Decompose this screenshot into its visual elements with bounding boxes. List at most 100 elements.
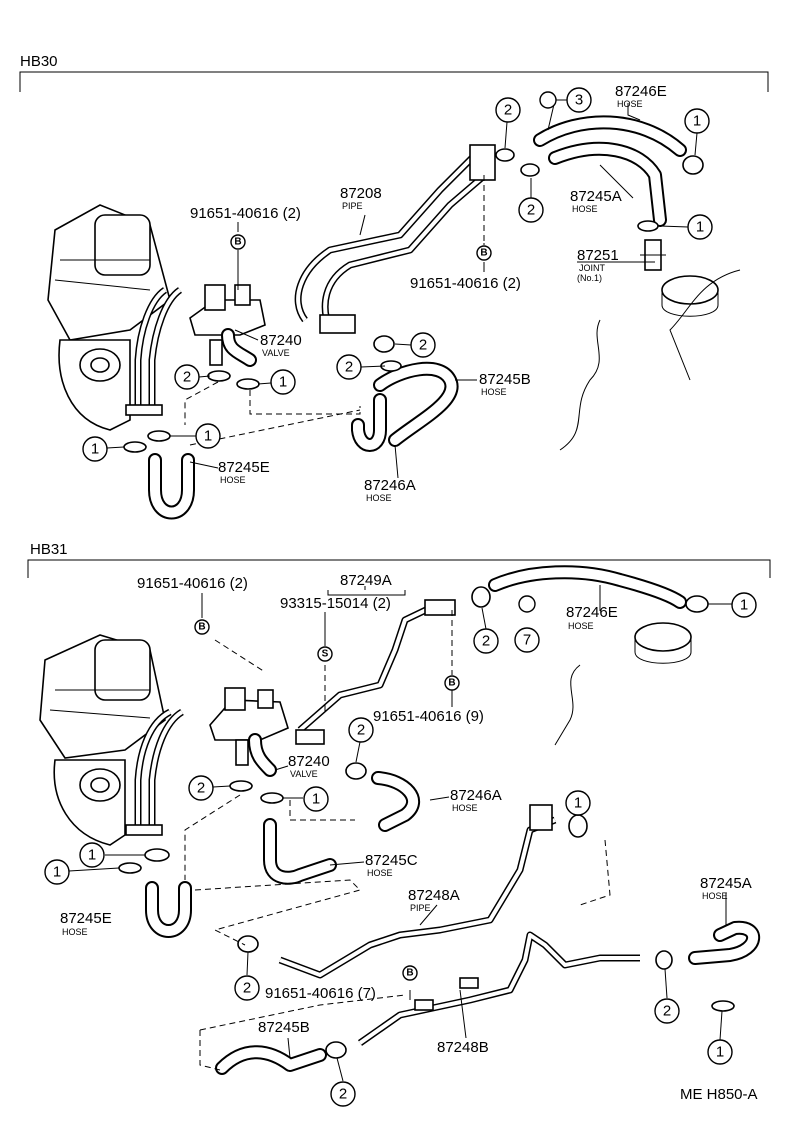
svg-text:1: 1 <box>279 374 287 391</box>
callout-dot <box>518 595 536 613</box>
label-87246a-sub: HOSE <box>366 493 392 503</box>
svg-text:2: 2 <box>419 337 427 354</box>
svg-text:1: 1 <box>91 441 99 458</box>
engine-pipes-hb30 <box>125 287 183 416</box>
label-87245c: 87245C <box>365 852 418 869</box>
label-87246a: 87246A <box>364 477 416 494</box>
callout-1: 1 <box>684 108 710 134</box>
callout-1: 1 <box>82 436 108 462</box>
clamps-hb31 <box>118 586 735 1059</box>
section-hb30: HB30 <box>19 53 769 520</box>
callout-b: B <box>476 245 492 261</box>
svg-text:1: 1 <box>312 791 320 808</box>
clamps-hb30 <box>123 148 704 453</box>
valve-87240-hb31 <box>209 687 289 777</box>
callout-1: 1 <box>270 369 296 395</box>
pipe-87208-hb30 <box>294 144 496 334</box>
joint-87251-hb30 <box>640 239 666 271</box>
engine-pipes-hb31 <box>125 708 185 836</box>
section-bracket-hb30 <box>19 71 769 92</box>
label-bolt-top: 91651-40616 (2) <box>137 575 248 592</box>
pipe-87248b-hb31 <box>357 931 640 1046</box>
engine-block-hb30 <box>47 204 171 431</box>
svg-text:1: 1 <box>53 864 61 881</box>
callout-2: 2 <box>336 354 362 380</box>
callout-2: 2 <box>518 197 544 223</box>
svg-text:1: 1 <box>574 795 582 812</box>
label-stud: 93315-15014 (2) <box>280 595 391 612</box>
hose-87246a-hb30 <box>351 393 387 452</box>
hose-87246e-hb30 <box>533 115 687 157</box>
hose-87245b-hb30 <box>373 361 459 447</box>
label-87245c-sub: HOSE <box>367 868 393 878</box>
hose-87245b-hb31 <box>215 1045 327 1075</box>
callout-2: 2 <box>473 628 499 654</box>
callout-2: 2 <box>654 998 680 1024</box>
svg-text:2: 2 <box>345 359 353 376</box>
heater-unit-hb31 <box>554 622 692 746</box>
callout-2: 2 <box>348 717 374 743</box>
label-87245b: 87245B <box>258 1019 310 1036</box>
callout-b: B <box>194 619 210 635</box>
label-bolt-mid: 91651-40616 (9) <box>373 708 484 725</box>
engine-block-hb31 <box>39 634 166 846</box>
label-87240-sub: VALVE <box>290 769 318 779</box>
label-87246e-sub: HOSE <box>568 621 594 631</box>
callout-1: 1 <box>565 790 591 816</box>
leaders-hb30 <box>106 99 698 479</box>
pipe-87249a-hb31 <box>295 599 456 745</box>
valve-87240-hb30 <box>189 284 266 367</box>
label-87245e: 87245E <box>218 459 270 476</box>
label-87251-sub2: (No.1) <box>577 273 602 283</box>
hose-87246e-hb31 <box>488 565 687 609</box>
section-label-hb30: HB30 <box>20 53 58 70</box>
callout-b: B <box>402 965 418 981</box>
label-87248a: 87248A <box>408 887 460 904</box>
label-87245a-sub: HOSE <box>572 204 598 214</box>
svg-text:1: 1 <box>696 219 704 236</box>
labels-hb30: 87246E HOSE 87245A HOSE 87251 JOINT (No.… <box>190 83 667 503</box>
label-87246a: 87246A <box>450 787 502 804</box>
callouts-hb31: B S 2 7 1 B 2 2 1 1 1 1 2 B 2 1 2 <box>44 592 757 1107</box>
label-87251-sub1: JOINT <box>579 263 606 273</box>
callout-2: 2 <box>174 364 200 390</box>
callout-7: 7 <box>514 627 540 653</box>
hose-87245a-hb31 <box>688 920 761 965</box>
label-87246e-sub: HOSE <box>617 99 643 109</box>
label-87245e: 87245E <box>60 910 112 927</box>
svg-text:B: B <box>406 968 413 979</box>
label-87249a: 87249A <box>340 572 392 589</box>
label-87240: 87240 <box>260 332 302 349</box>
svg-text:B: B <box>448 678 455 689</box>
callout-2: 2 <box>410 332 436 358</box>
label-bolt-left: 91651-40616 (2) <box>190 205 301 222</box>
svg-text:2: 2 <box>482 633 490 650</box>
label-87245a: 87245A <box>570 188 622 205</box>
svg-text:1: 1 <box>204 428 212 445</box>
callout-dot <box>539 91 557 109</box>
label-87240-sub: VALVE <box>262 348 290 358</box>
labels-hb31: 87249A 91651-40616 (2) 93315-15014 (2) 8… <box>60 572 752 1056</box>
svg-text:B: B <box>198 622 205 633</box>
label-87245a-sub: HOSE <box>702 891 728 901</box>
label-bolt-low: 91651-40616 (7) <box>265 985 376 1002</box>
label-87248b: 87248B <box>437 1039 489 1056</box>
section-bracket-hb31 <box>27 559 771 578</box>
svg-text:2: 2 <box>527 202 535 219</box>
label-87245a: 87245A <box>700 875 752 892</box>
callout-3: 3 <box>566 87 592 113</box>
label-87245b-sub: HOSE <box>481 387 507 397</box>
figure-code: ME H850-A <box>680 1086 758 1103</box>
hose-87245c-hb31 <box>263 818 337 885</box>
section-hb31: HB31 <box>27 541 771 1107</box>
callout-b: B <box>444 675 460 691</box>
label-87208: 87208 <box>340 185 382 202</box>
label-87246a-sub: HOSE <box>452 803 478 813</box>
callout-s: S <box>317 646 333 662</box>
svg-text:1: 1 <box>88 847 96 864</box>
callout-1: 1 <box>707 1039 733 1065</box>
callout-2: 2 <box>495 97 521 123</box>
callout-1: 1 <box>731 592 757 618</box>
svg-text:7: 7 <box>523 632 531 649</box>
svg-text:2: 2 <box>504 102 512 119</box>
